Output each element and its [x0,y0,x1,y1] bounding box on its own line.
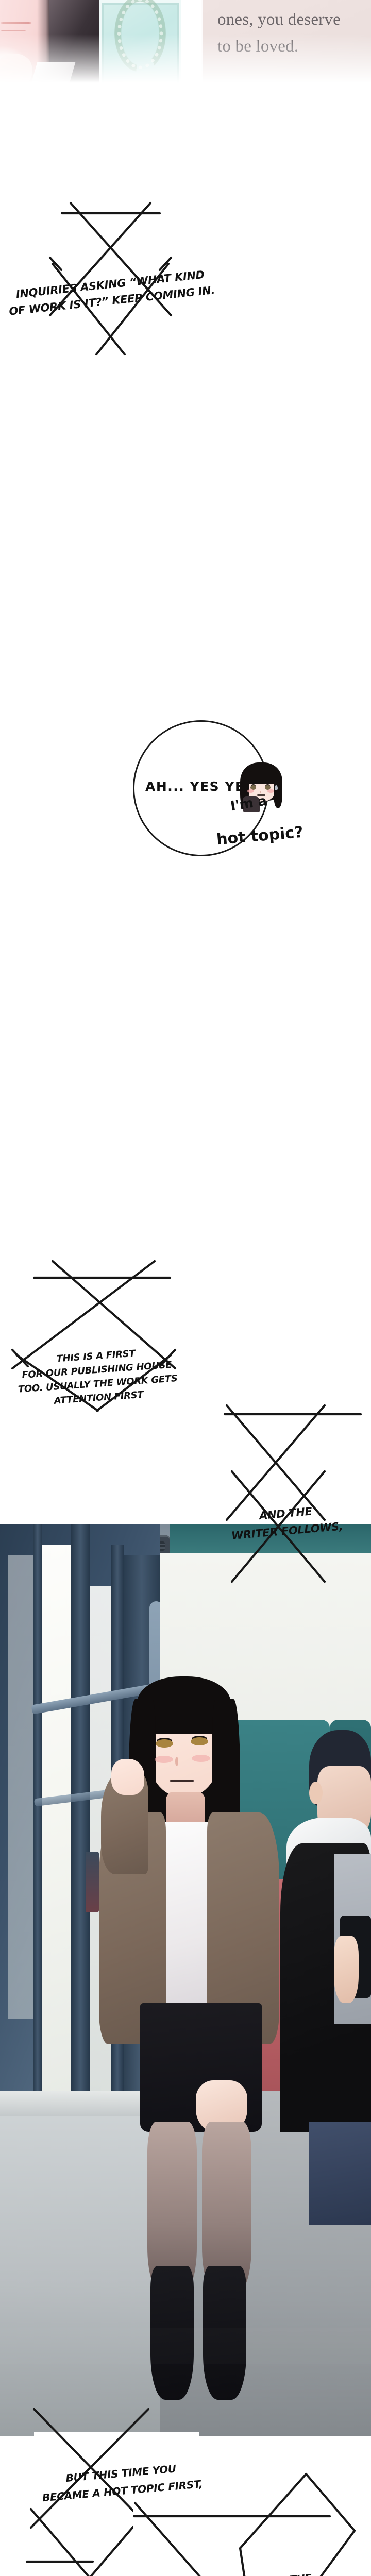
chin-shade [1,30,26,31]
chibi-nose [260,791,261,793]
woman-eye-left [156,1739,173,1748]
bubble-inquiries: INQUIRIES ASKING “WHAT KIND OF WORK IS I… [8,201,215,361]
woman-boot-right [203,2266,246,2400]
woman-eye-right [191,1737,208,1745]
window-sill [0,2091,160,2116]
woman-face-closeup [0,0,50,90]
sweat-drop-icon [275,785,278,790]
woman-leg-right [202,2122,251,2292]
woman-blush-left [155,1756,173,1763]
bubble-hot-topic-first: BUT THIS TIME YOU BECAME A HOT TOPIC FIR… [5,2408,232,2576]
chibi-blush-right [267,789,274,793]
framed-wreath-picture [99,0,181,90]
hand-shape [0,54,34,90]
quote-line-3: to be loved. [217,37,299,56]
shirt-collar [28,62,76,90]
chibi-mouth [257,794,265,796]
ceiling-teal-band [170,1524,371,1554]
man-ear [309,1782,323,1804]
chibi-eye-right [265,785,271,790]
floor-highlight [0,2328,371,2364]
chibi-body [243,796,260,812]
previous-panel-strip: To all the unloved ones, you deserve to … [0,0,371,90]
chibi-blush-left [247,789,254,793]
chibi-avatar [240,762,282,812]
window-latch-icon [86,1852,99,1912]
man-hand [334,1936,359,2003]
window-mullion-2 [71,1524,90,2132]
window-glass-far [8,1555,33,2019]
woman-nose [175,1757,178,1766]
woman-mouth [170,1780,194,1782]
quote-line-2: ones, you deserve [217,10,341,29]
chibi-eye-left [250,785,256,790]
window-mullion-1 [33,1524,42,2132]
bus-floor-left [0,2101,160,2436]
woman-blush-right [192,1755,210,1762]
woman-leg-left [147,2122,197,2292]
quote-line-1: To all the unloved [217,0,364,6]
bus-interior-panel [0,1524,371,2436]
bubble-writer-follows: AND THE WRITER FOLLOWS, [170,1404,371,1583]
woman-raised-hand [111,1759,144,1795]
panel-gutter [181,0,201,90]
bubble-publishing-first: THIS IS A FIRST FOR OUR PUBLISHING HOUSE… [5,1231,185,1412]
chibi-hair-right [274,774,282,808]
bubble-and-even-the: AND EVEN THE NEIGHBORS CONGRATULATE [122,2472,359,2576]
woman-boot-left [150,2266,194,2400]
chibi-bangs-icon [244,771,278,784]
quote-card: To all the unloved ones, you deserve to … [201,0,371,90]
man-trousers [309,2122,371,2225]
lip-shape [0,22,32,24]
window-glass-1 [41,1545,71,2091]
wreath-flowers-icon [117,0,163,69]
